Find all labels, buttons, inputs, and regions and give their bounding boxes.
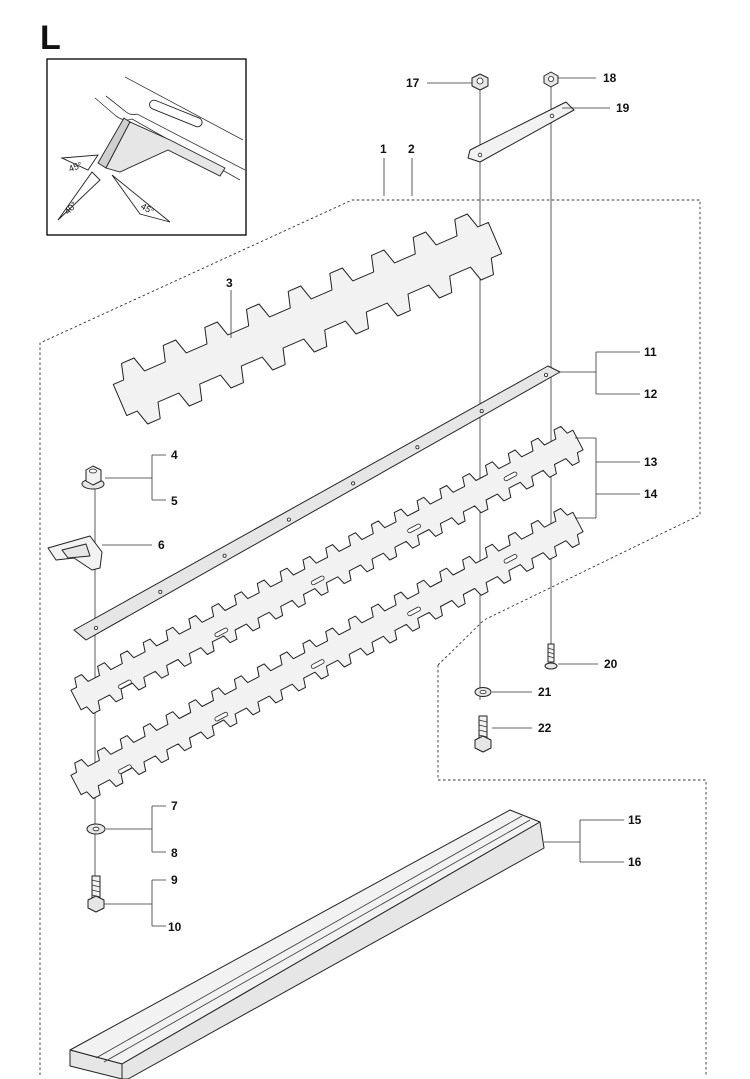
cover-blade [112, 213, 503, 425]
kit-outline-upper [39, 199, 701, 1075]
washer-left [86, 823, 106, 835]
guide-bar-hole [415, 445, 420, 450]
callout-2: 2 [408, 142, 415, 156]
callout-5: 5 [171, 494, 178, 508]
clamp-plate [467, 101, 575, 163]
washer-21 [474, 687, 492, 697]
guide-bar-hole [222, 553, 227, 558]
callout-12: 12 [644, 387, 658, 401]
angle-label-1: 45° [67, 160, 84, 174]
callout-15: 15 [628, 813, 642, 827]
bolt-left [87, 875, 105, 913]
guide-bar-hole [94, 626, 99, 631]
callout-4: 4 [171, 448, 178, 462]
bolt-20 [544, 643, 558, 670]
callout-14: 14 [644, 487, 658, 501]
callout-21: 21 [538, 685, 552, 699]
cutting-blade-lower [70, 508, 584, 799]
blade-slot [503, 554, 518, 564]
blade-slot [407, 606, 421, 617]
callout-1: 1 [380, 142, 387, 156]
nut-17 [471, 73, 489, 91]
bolt-22 [474, 715, 492, 753]
guide-bar-hole [479, 409, 484, 414]
blade-slot [118, 764, 132, 774]
inset-detail: 45° 40° 45° [46, 58, 247, 236]
callout-10: 10 [168, 920, 182, 934]
guide-bar-hole [286, 517, 291, 522]
callout-20: 20 [604, 657, 618, 671]
callout-9: 9 [171, 873, 178, 887]
callout-labels: 1 2 3 4 5 6 7 8 9 10 11 12 13 14 15 16 1… [158, 71, 658, 934]
callout-6: 6 [158, 538, 165, 552]
callout-13: 13 [644, 455, 658, 469]
leader-lines [102, 77, 640, 927]
kit-outline-lower [437, 665, 707, 1075]
blade-slot [214, 627, 229, 638]
section-letter: L [40, 19, 61, 57]
blade-protector [69, 809, 545, 1079]
blade-slot [407, 523, 421, 534]
blade-slot [310, 575, 325, 586]
callout-17: 17 [406, 76, 420, 90]
guide-bar-hole [351, 481, 356, 486]
callout-18: 18 [603, 71, 617, 85]
blade-slot [310, 659, 325, 669]
callout-7: 7 [171, 799, 178, 813]
nut-18 [543, 71, 559, 88]
guide-bar-hole [158, 589, 163, 594]
blade-slot [214, 711, 229, 722]
blade-slot [503, 471, 518, 482]
blade-slot [118, 679, 132, 690]
guide-piece [47, 535, 103, 571]
callout-11: 11 [644, 345, 657, 359]
flange-nut [81, 465, 105, 490]
guide-bar-hole [544, 372, 549, 377]
callout-16: 16 [628, 855, 642, 869]
callout-8: 8 [171, 846, 178, 860]
cutting-blade-upper [70, 425, 584, 715]
callout-22: 22 [538, 721, 552, 735]
callout-3: 3 [226, 276, 233, 290]
kit-outline-inner [437, 619, 485, 666]
callout-19: 19 [616, 101, 630, 115]
